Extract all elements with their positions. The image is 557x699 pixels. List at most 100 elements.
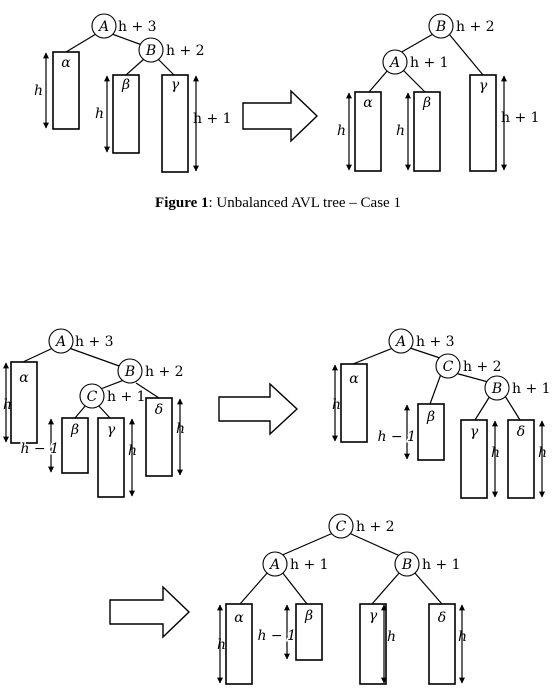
edge bbox=[68, 347, 123, 368]
edge bbox=[504, 395, 521, 421]
edge bbox=[454, 372, 489, 383]
node-a-label: A bbox=[394, 334, 406, 350]
node-a-label: A bbox=[388, 55, 400, 71]
node-a-height: h + 3 bbox=[75, 334, 114, 350]
beta-label: β bbox=[70, 422, 79, 438]
figure2-step1-tree: A h + 3 B h + 2 C h + 1 α β γ δ h h − 1 … bbox=[3, 328, 185, 498]
subtree-alpha bbox=[225, 603, 253, 685]
edge bbox=[157, 58, 175, 76]
beta-label: β bbox=[422, 95, 431, 111]
beta-label: β bbox=[426, 409, 435, 425]
node-b-height: h + 1 bbox=[512, 381, 551, 397]
subtree-gamma bbox=[97, 417, 125, 498]
edge bbox=[65, 33, 97, 53]
edge bbox=[74, 404, 87, 419]
edge bbox=[22, 347, 54, 363]
node-b bbox=[117, 358, 143, 384]
gamma-height: h bbox=[491, 445, 500, 461]
alpha-label: α bbox=[363, 95, 373, 111]
edge bbox=[402, 69, 426, 93]
figure2-step3-tree: C h + 2 A h + 1 B h + 1 α β γ δ h h − 1 … bbox=[217, 513, 467, 685]
node-a-height: h + 3 bbox=[416, 334, 455, 350]
node-a bbox=[382, 49, 408, 75]
delta-height: h bbox=[538, 445, 547, 461]
node-a bbox=[91, 13, 117, 39]
alpha-label: α bbox=[349, 371, 359, 387]
subtree-beta bbox=[295, 603, 323, 661]
node-a-label: A bbox=[54, 334, 66, 350]
node-c-label: C bbox=[336, 519, 347, 535]
beta-height: h bbox=[396, 123, 405, 139]
figure1-after-tree: B h + 2 A h + 1 α β γ h h h + 1 bbox=[337, 13, 540, 172]
node-c bbox=[328, 513, 354, 539]
gamma-label: γ bbox=[107, 422, 116, 438]
node-b-height: h + 2 bbox=[456, 19, 495, 35]
gamma-height: h + 1 bbox=[501, 110, 540, 126]
node-c bbox=[435, 353, 461, 379]
subtree-gamma bbox=[161, 74, 189, 173]
node-a-height: h + 3 bbox=[118, 19, 157, 35]
transform-arrow-icon bbox=[109, 585, 191, 639]
node-b-label: B bbox=[401, 557, 412, 573]
gamma-label: γ bbox=[171, 77, 180, 93]
subtree-alpha bbox=[10, 361, 38, 444]
edge bbox=[448, 33, 484, 76]
edge bbox=[97, 404, 111, 419]
gamma-height: h bbox=[128, 443, 137, 459]
node-b-label: B bbox=[145, 43, 156, 59]
node-b bbox=[428, 13, 454, 39]
node-c bbox=[79, 383, 105, 409]
beta-height: h bbox=[95, 106, 104, 122]
edge bbox=[125, 58, 145, 76]
edge bbox=[371, 571, 401, 605]
subtree-delta bbox=[428, 603, 456, 685]
edge bbox=[348, 532, 401, 557]
alpha-label: α bbox=[19, 370, 29, 386]
subtree-alpha bbox=[52, 51, 80, 130]
subtree-beta bbox=[112, 74, 140, 154]
node-c-height: h + 2 bbox=[356, 519, 395, 535]
node-a-height: h + 1 bbox=[410, 55, 449, 71]
node-b-label: B bbox=[124, 364, 135, 380]
caption-text: : Unbalanced AVL tree – Case 1 bbox=[209, 195, 401, 211]
edge bbox=[409, 347, 441, 359]
gamma-label: γ bbox=[470, 424, 479, 440]
subtree-alpha bbox=[354, 91, 382, 172]
edge bbox=[97, 379, 125, 391]
beta-height: h − 1 bbox=[377, 429, 416, 445]
gamma-height: h bbox=[387, 629, 396, 645]
beta-label: β bbox=[304, 608, 313, 624]
figure-caption: Figure 1: Unbalanced AVL tree – Case 1 bbox=[155, 195, 401, 211]
beta-height: h − 1 bbox=[20, 441, 59, 457]
node-c-label: C bbox=[443, 359, 454, 375]
alpha-label: α bbox=[234, 610, 244, 626]
node-a-height: h + 1 bbox=[290, 557, 329, 573]
node-a bbox=[48, 328, 74, 354]
edge bbox=[352, 347, 394, 365]
subtree-gamma bbox=[460, 419, 488, 499]
delta-label: δ bbox=[438, 610, 446, 626]
delta-label: δ bbox=[155, 402, 163, 418]
node-b-height: h + 1 bbox=[422, 557, 461, 573]
transform-arrow-icon bbox=[218, 382, 299, 436]
figure1-before-tree: A h + 3 B h + 2 α β γ h h h + 1 bbox=[34, 13, 232, 173]
subtree-beta bbox=[413, 91, 441, 172]
node-c-height: h + 1 bbox=[107, 389, 146, 405]
edge bbox=[399, 33, 434, 54]
edge bbox=[368, 69, 389, 93]
node-b bbox=[138, 37, 164, 63]
node-b-height: h + 2 bbox=[145, 364, 184, 380]
node-b-label: B bbox=[435, 19, 446, 35]
node-b bbox=[484, 375, 510, 401]
beta-label: β bbox=[121, 77, 130, 93]
node-c-height: h + 2 bbox=[463, 359, 502, 375]
delta-height: h bbox=[176, 421, 185, 437]
alpha-height: h bbox=[332, 397, 341, 413]
edge bbox=[281, 571, 308, 605]
delta-label: δ bbox=[517, 424, 525, 440]
edge bbox=[474, 395, 491, 421]
subtree-gamma bbox=[469, 74, 497, 172]
edge bbox=[279, 532, 334, 557]
node-b-height: h + 2 bbox=[166, 43, 205, 59]
node-b-label: B bbox=[491, 381, 502, 397]
